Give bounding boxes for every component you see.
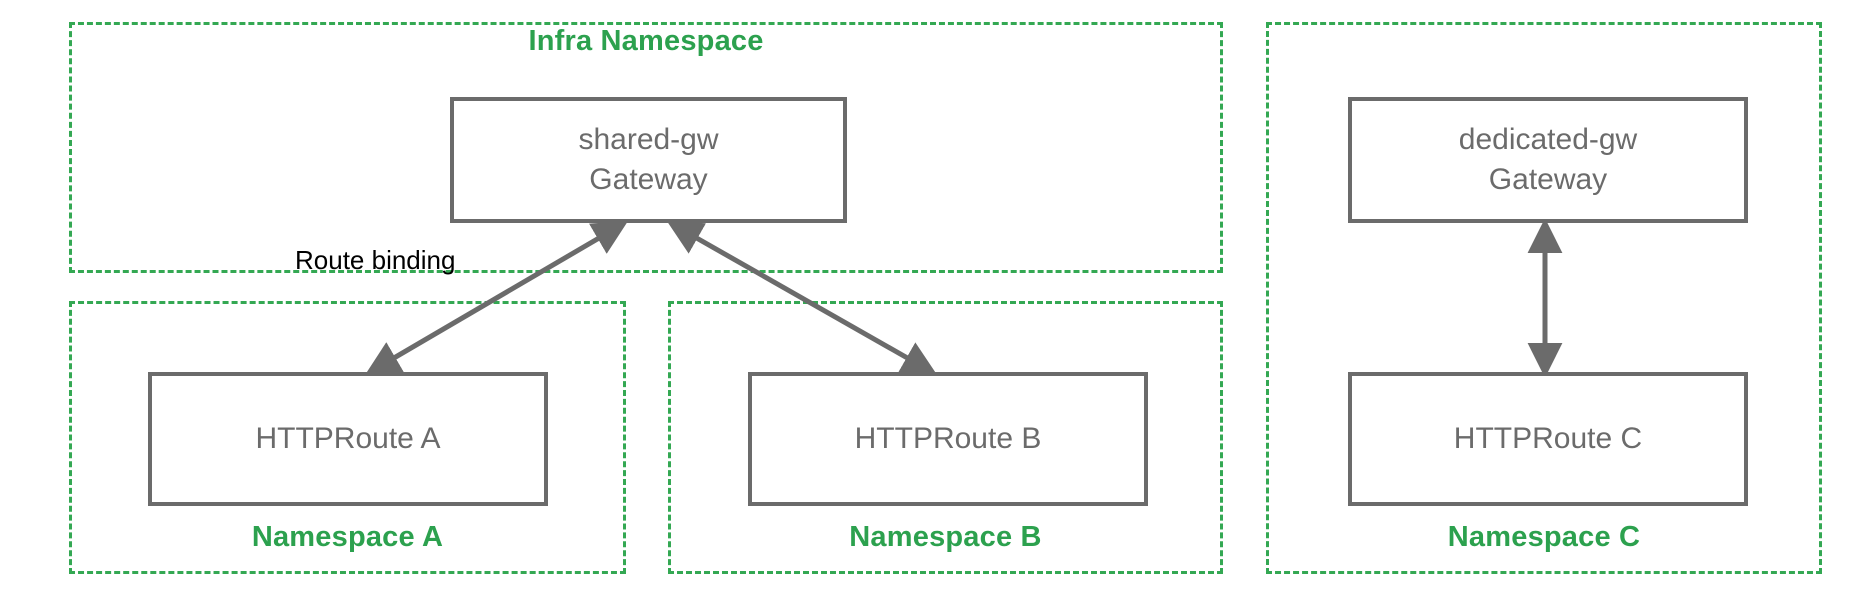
node-dedicated-gw[interactable]: dedicated-gw Gateway <box>1348 97 1748 223</box>
node-httproute-b[interactable]: HTTPRoute B <box>748 372 1148 506</box>
node-shared-gw[interactable]: shared-gw Gateway <box>450 97 847 223</box>
node-httproute-a-label: HTTPRoute A <box>255 422 441 456</box>
namespace-label-c: Namespace C <box>1447 521 1641 553</box>
node-httproute-a[interactable]: HTTPRoute A <box>148 372 548 506</box>
edge-label-route-binding: Route binding <box>295 245 456 275</box>
node-dedicated-gw-label: dedicated-gw Gateway <box>1458 123 1638 196</box>
node-httproute-c-label: HTTPRoute C <box>1453 422 1643 456</box>
node-httproute-c[interactable]: HTTPRoute C <box>1348 372 1748 506</box>
namespace-box-c <box>1266 22 1822 574</box>
namespace-label-a: Namespace A <box>251 521 444 553</box>
namespace-label-b: Namespace B <box>849 521 1042 553</box>
namespace-box-infra <box>69 22 1223 273</box>
namespace-label-infra: Infra Namespace <box>528 25 764 57</box>
node-httproute-b-label: HTTPRoute B <box>854 422 1042 456</box>
node-shared-gw-label: shared-gw Gateway <box>578 123 719 196</box>
namespace-box-a <box>69 301 626 574</box>
namespace-box-b <box>668 301 1223 574</box>
